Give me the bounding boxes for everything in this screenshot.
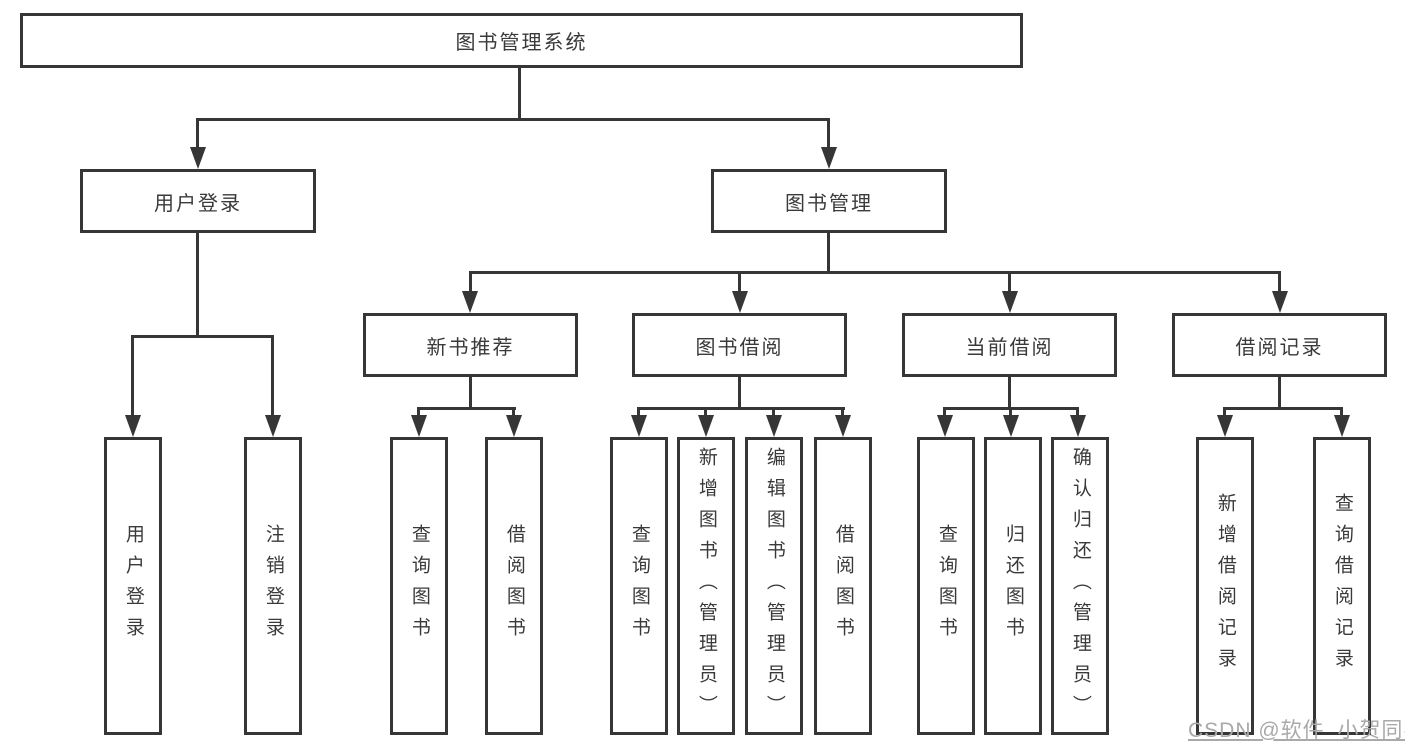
leaf-newbooks-borrow: 借阅图书: [485, 437, 543, 735]
node-book-borrow: 图书借阅: [632, 313, 847, 377]
arrow-to-book-borrow: [732, 291, 748, 313]
leaf-user-login-label: 用户登录: [122, 524, 144, 648]
arrow-to-records-query: [1334, 415, 1350, 437]
connector-newbooks-branch: [417, 407, 516, 410]
connector-records-l2: [1340, 407, 1343, 417]
leaf-current-return: 归还图书: [984, 437, 1042, 735]
node-borrow-records: 借阅记录: [1172, 313, 1387, 377]
arrow-to-book-management: [821, 147, 837, 169]
node-new-book-recommend: 新书推荐: [363, 313, 578, 377]
leaf-borrow-add-admin-label: 新增图书（管理员）: [695, 446, 717, 726]
leaf-logout-label: 注销登录: [262, 524, 284, 648]
leaf-current-query: 查询图书: [917, 437, 975, 735]
connector-borrow-branch: [637, 407, 845, 410]
arrow-to-newbooks-query: [411, 415, 427, 437]
connector-root-to-book-management: [827, 118, 830, 150]
connector-userlogin-to-login: [131, 335, 134, 417]
arrow-to-new-book-recommend: [462, 291, 478, 313]
leaf-newbooks-borrow-label: 借阅图书: [503, 524, 525, 648]
connector-newbooks-l1: [417, 407, 420, 417]
connector-userlogin-to-logout: [271, 335, 274, 417]
node-book-management: 图书管理: [711, 169, 947, 233]
node-root: 图书管理系统: [20, 13, 1023, 68]
arrow-to-newbooks-borrow: [506, 415, 522, 437]
node-book-management-label: 图书管理: [785, 192, 873, 215]
leaf-current-return-label: 归还图书: [1002, 524, 1024, 648]
connector-current-stem: [1008, 377, 1011, 410]
connector-to-new-book-recommend: [469, 271, 472, 293]
node-user-login: 用户登录: [80, 169, 316, 233]
leaf-borrow-borrow-label: 借阅图书: [832, 524, 854, 648]
leaf-current-confirm-admin: 确认归还（管理员）: [1051, 437, 1109, 735]
leaf-newbooks-query: 查询图书: [390, 437, 448, 735]
leaf-borrow-edit-admin-label: 编辑图书（管理员）: [763, 446, 785, 726]
connector-records-l1: [1223, 407, 1226, 417]
connector-borrow-l1: [637, 407, 640, 417]
node-root-label: 图书管理系统: [455, 32, 588, 54]
leaf-borrow-borrow: 借阅图书: [814, 437, 872, 735]
connector-to-borrow-records: [1278, 271, 1281, 293]
connector-current-l1: [943, 407, 946, 417]
connector-current-l3: [1076, 407, 1079, 417]
node-user-login-label: 用户登录: [154, 192, 242, 215]
leaf-records-query: 查询借阅记录: [1313, 437, 1371, 735]
leaf-current-confirm-admin-label: 确认归还（管理员）: [1069, 446, 1091, 726]
connector-bookmgmt-stem: [827, 233, 830, 274]
arrow-to-borrow-add: [698, 415, 714, 437]
connector-root-stem: [518, 68, 521, 121]
leaf-logout: 注销登录: [244, 437, 302, 735]
arrow-to-current-return: [1003, 415, 1019, 437]
connector-current-l2: [1009, 407, 1012, 417]
leaf-records-add-label: 新增借阅记录: [1214, 493, 1236, 679]
connector-borrow-stem: [738, 377, 741, 410]
connector-userlogin-branch: [131, 335, 274, 338]
arrow-to-borrow-edit: [766, 415, 782, 437]
connector-borrow-l4: [841, 407, 844, 417]
arrow-to-current-query: [937, 415, 953, 437]
connector-root-to-user-login: [196, 118, 199, 150]
node-current-borrow: 当前借阅: [902, 313, 1117, 377]
connector-records-stem: [1278, 377, 1281, 410]
arrow-to-user-login: [190, 147, 206, 169]
node-current-borrow-label: 当前借阅: [965, 336, 1054, 359]
arrow-to-records-add: [1217, 415, 1233, 437]
leaf-records-query-label: 查询借阅记录: [1331, 493, 1353, 679]
node-book-borrow-label: 图书借阅: [695, 336, 784, 359]
arrow-to-borrow-records: [1272, 291, 1288, 313]
leaf-borrow-add-admin: 新增图书（管理员）: [677, 437, 735, 735]
connector-borrow-l2: [704, 407, 707, 417]
connector-bookmgmt-branch: [469, 271, 1281, 274]
arrow-to-borrow-query: [631, 415, 647, 437]
leaf-current-query-label: 查询图书: [935, 524, 957, 648]
csdn-watermark: CSDN @软件_小贺同学: [1188, 719, 1405, 742]
node-new-book-recommend-label: 新书推荐: [426, 336, 515, 359]
node-borrow-records-label: 借阅记录: [1235, 336, 1324, 359]
connector-newbooks-stem: [469, 377, 472, 410]
connector-borrow-l3: [772, 407, 775, 417]
connector-root-branch: [196, 118, 830, 121]
connector-userlogin-stem: [196, 233, 199, 338]
connector-newbooks-l2: [512, 407, 515, 417]
leaf-borrow-edit-admin: 编辑图书（管理员）: [745, 437, 803, 735]
arrow-to-current-confirm: [1070, 415, 1086, 437]
connector-to-book-borrow: [738, 271, 741, 293]
leaf-newbooks-query-label: 查询图书: [408, 524, 430, 648]
connector-to-current-borrow: [1008, 271, 1011, 293]
connector-records-branch: [1223, 407, 1343, 410]
leaf-borrow-query: 查询图书: [610, 437, 668, 735]
leaf-borrow-query-label: 查询图书: [628, 524, 650, 648]
arrow-to-leaf-logout: [265, 415, 281, 437]
leaf-user-login: 用户登录: [104, 437, 162, 735]
leaf-records-add: 新增借阅记录: [1196, 437, 1254, 735]
arrow-to-leaf-user-login: [125, 415, 141, 437]
arrow-to-borrow-borrow: [835, 415, 851, 437]
arrow-to-current-borrow: [1002, 291, 1018, 313]
